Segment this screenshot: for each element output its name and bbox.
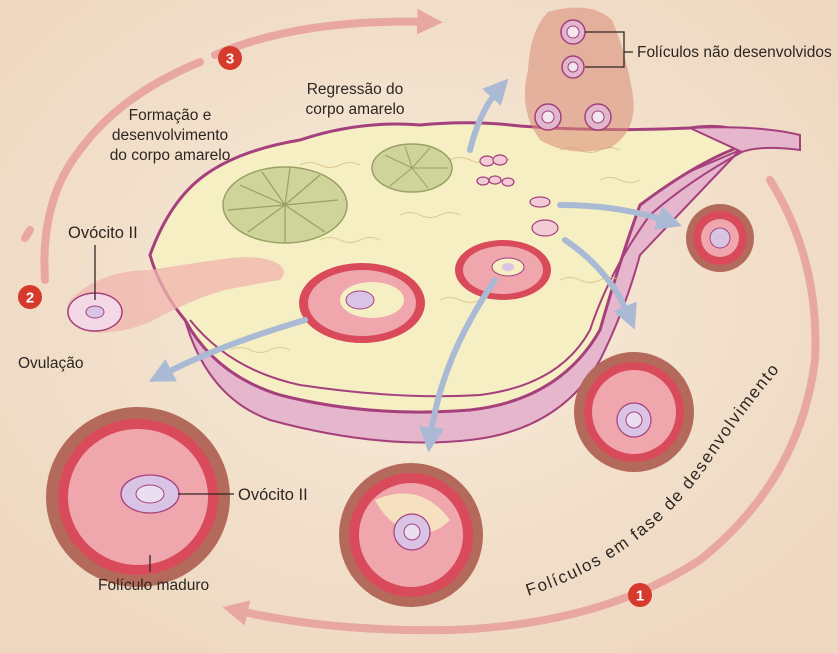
developing-follicle-medium [574,352,694,472]
step-badge-2: 2 [18,285,42,309]
label-formation-line1: Formação e [129,107,212,124]
label-regression-line1: Regressão do [307,81,404,98]
step-badge-1: 1 [628,583,652,607]
label-formation-line2: desenvolvimento [112,127,228,144]
label-undeveloped-follicles: Folículos não desenvolvidos [637,44,832,61]
developing-follicle-small [686,204,754,272]
step-3-label: 3 [226,51,234,68]
label-mature-follicle: Folículo maduro [98,577,209,594]
follicle-in-ovary-large [299,263,425,343]
label-ovulation: Ovulação [18,355,83,372]
label-oocyte-top: Ovócito II [68,224,138,242]
label-formation-line3: do corpo amarelo [110,147,231,164]
follicle-in-ovary-medium [455,240,551,300]
corpus-luteum-large [223,167,347,243]
label-oocyte-mature: Ovócito II [238,486,308,504]
developing-follicle-large [339,463,483,607]
step-badge-3: 3 [218,46,242,70]
label-regression-line2: corpo amarelo [305,101,404,118]
corpus-luteum-small [372,144,452,192]
step-2-label: 2 [26,290,34,307]
step-1-label: 1 [636,588,644,605]
